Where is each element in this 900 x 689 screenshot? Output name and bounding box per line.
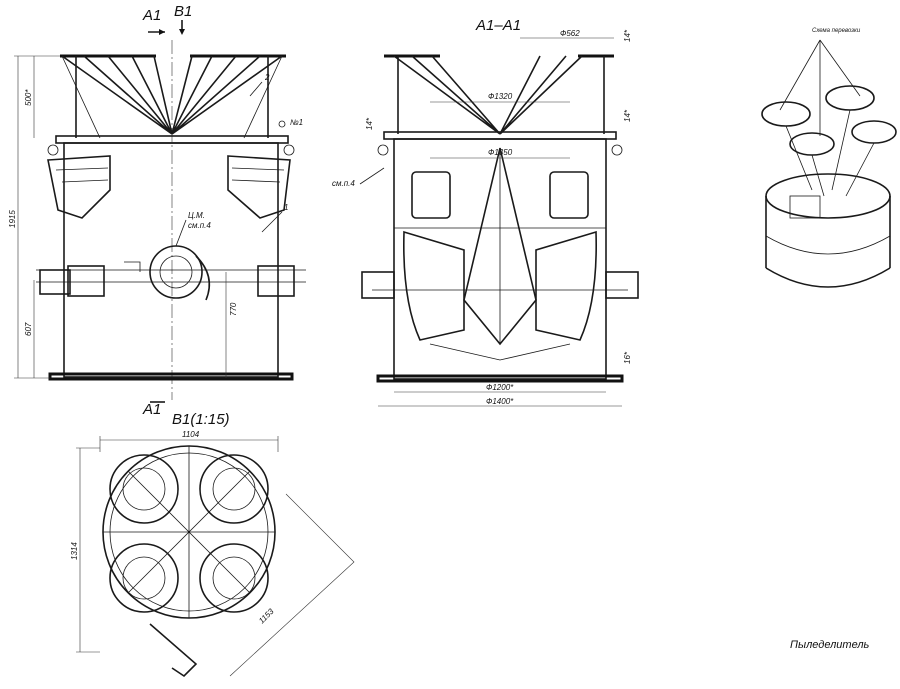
left-gearbox [67,265,105,297]
iso-cone-edges [779,39,861,136]
iso-body-sides [765,196,891,268]
right-funnel [171,55,283,135]
valve-shaft-lines [36,269,306,283]
front-view: A1 B1 A1 [8,3,306,418]
funnel-side-posts [75,56,269,138]
dim-d1400: Ф1400* [486,397,514,406]
dim-total-height-line [14,55,60,379]
flap-left [403,230,465,341]
drive-arm [195,255,211,301]
lug-left [377,144,389,156]
callout-n1-marker [278,120,286,128]
dim-top-height: 500* [24,89,33,106]
center-drive-wheel [149,245,203,299]
left-hopper [47,155,111,219]
leader [359,167,385,185]
front-body [63,142,279,378]
left-funnel [61,55,173,135]
plan-inlet-2-inner [212,467,256,511]
handle [124,261,141,272]
callout-1: 1 [284,203,288,212]
plan-handle [149,623,198,678]
dim-total-height: 1915 [8,210,17,228]
left-hopper-lines [55,167,109,183]
plan-inlet-3-inner [122,556,166,600]
section-bottom-flange [376,374,624,383]
dim-diagonal-line [229,493,355,677]
arrowhead [179,29,185,35]
dim-diagonal: 1153 [257,606,276,625]
plan-inlet-3 [109,543,179,613]
plan-inlet-1 [109,454,179,524]
section-side-posts [397,56,605,134]
callout-smp: см.п.4 [188,221,211,230]
funnel-outer-lines [61,55,283,139]
right-gearbox [257,265,295,297]
iso-body-ring [765,235,891,255]
isometric-view: Схема перевозки [761,28,897,288]
lifting-lug-left [47,144,59,156]
leader [175,219,187,247]
iso-funnel-lines [785,109,875,197]
iso-inlet-1 [761,101,811,127]
callout-cm: Ц.М. [188,211,205,220]
lifting-lug-right [283,144,295,156]
dim-height-line [76,447,100,653]
dim-d1320: Ф1320 [488,92,513,101]
section-actuator-right [605,271,639,299]
section-a1a1-title: A1–A1 [475,17,521,34]
section-view: A1–A1 Ф562 Ф1320 Ф1350 Ф1200* Ф140 [332,17,639,407]
dim-lower-height: 607 [24,322,33,336]
flap-right [535,230,597,341]
iso-hatch [789,195,821,219]
leader [249,81,263,97]
drawing-caption: Пыледелитель [790,639,870,651]
iso-inlet-3 [851,120,897,144]
arrow-b1-label: B1 [174,3,192,20]
callout-n1: №1 [290,118,303,127]
lug-right [611,144,623,156]
lower-deflectors [429,343,571,361]
plan-inlet-4-inner [212,556,256,600]
dim-d1200: Ф1200* [486,383,514,392]
dim-mid-height: 770 [229,302,238,316]
dim-width: 1104 [182,430,200,439]
dim-14-c: 14* [623,109,632,122]
iso-body-top [765,173,891,219]
isometric-title: Схема перевозки [812,28,861,34]
iso-body-bottom [765,267,891,288]
dim-d1350: Ф1350 [488,148,513,157]
dim-d562: Ф562 [560,29,580,38]
plan-inlet-2 [199,454,269,524]
dim-14-a: 14* [623,29,632,42]
dim-width-line [99,436,279,452]
center-drive-hub [159,255,193,289]
section-body [393,138,607,380]
window-right [549,171,589,219]
right-hopper [227,155,291,219]
leader [261,211,283,233]
section-callout-smp: см.п.4 [332,179,355,188]
iso-inlet-2 [825,85,875,111]
section-a1-top-label: A1 [142,7,161,24]
section-a1-bottom-label: A1 [142,401,161,418]
dim-14-b: 14* [365,117,374,130]
section-funnels [393,55,583,135]
right-hopper-lines [231,167,285,183]
callout-2: 2 [264,73,270,82]
dim-height: 1314 [70,542,79,560]
plan-radial-lines [103,446,275,618]
view-b1-title: B1(1:15) [172,411,230,428]
plan-view: B1(1:15) 1104 1314 1153 [70,411,355,678]
section-actuator-left [361,271,395,299]
left-actuator [39,269,71,295]
plan-inlet-4 [199,543,269,613]
arrowhead [159,29,165,35]
bottom-flange [48,372,294,381]
dim-16: 16* [623,351,632,364]
window-left [411,171,451,219]
plan-inlet-1-inner [122,467,166,511]
